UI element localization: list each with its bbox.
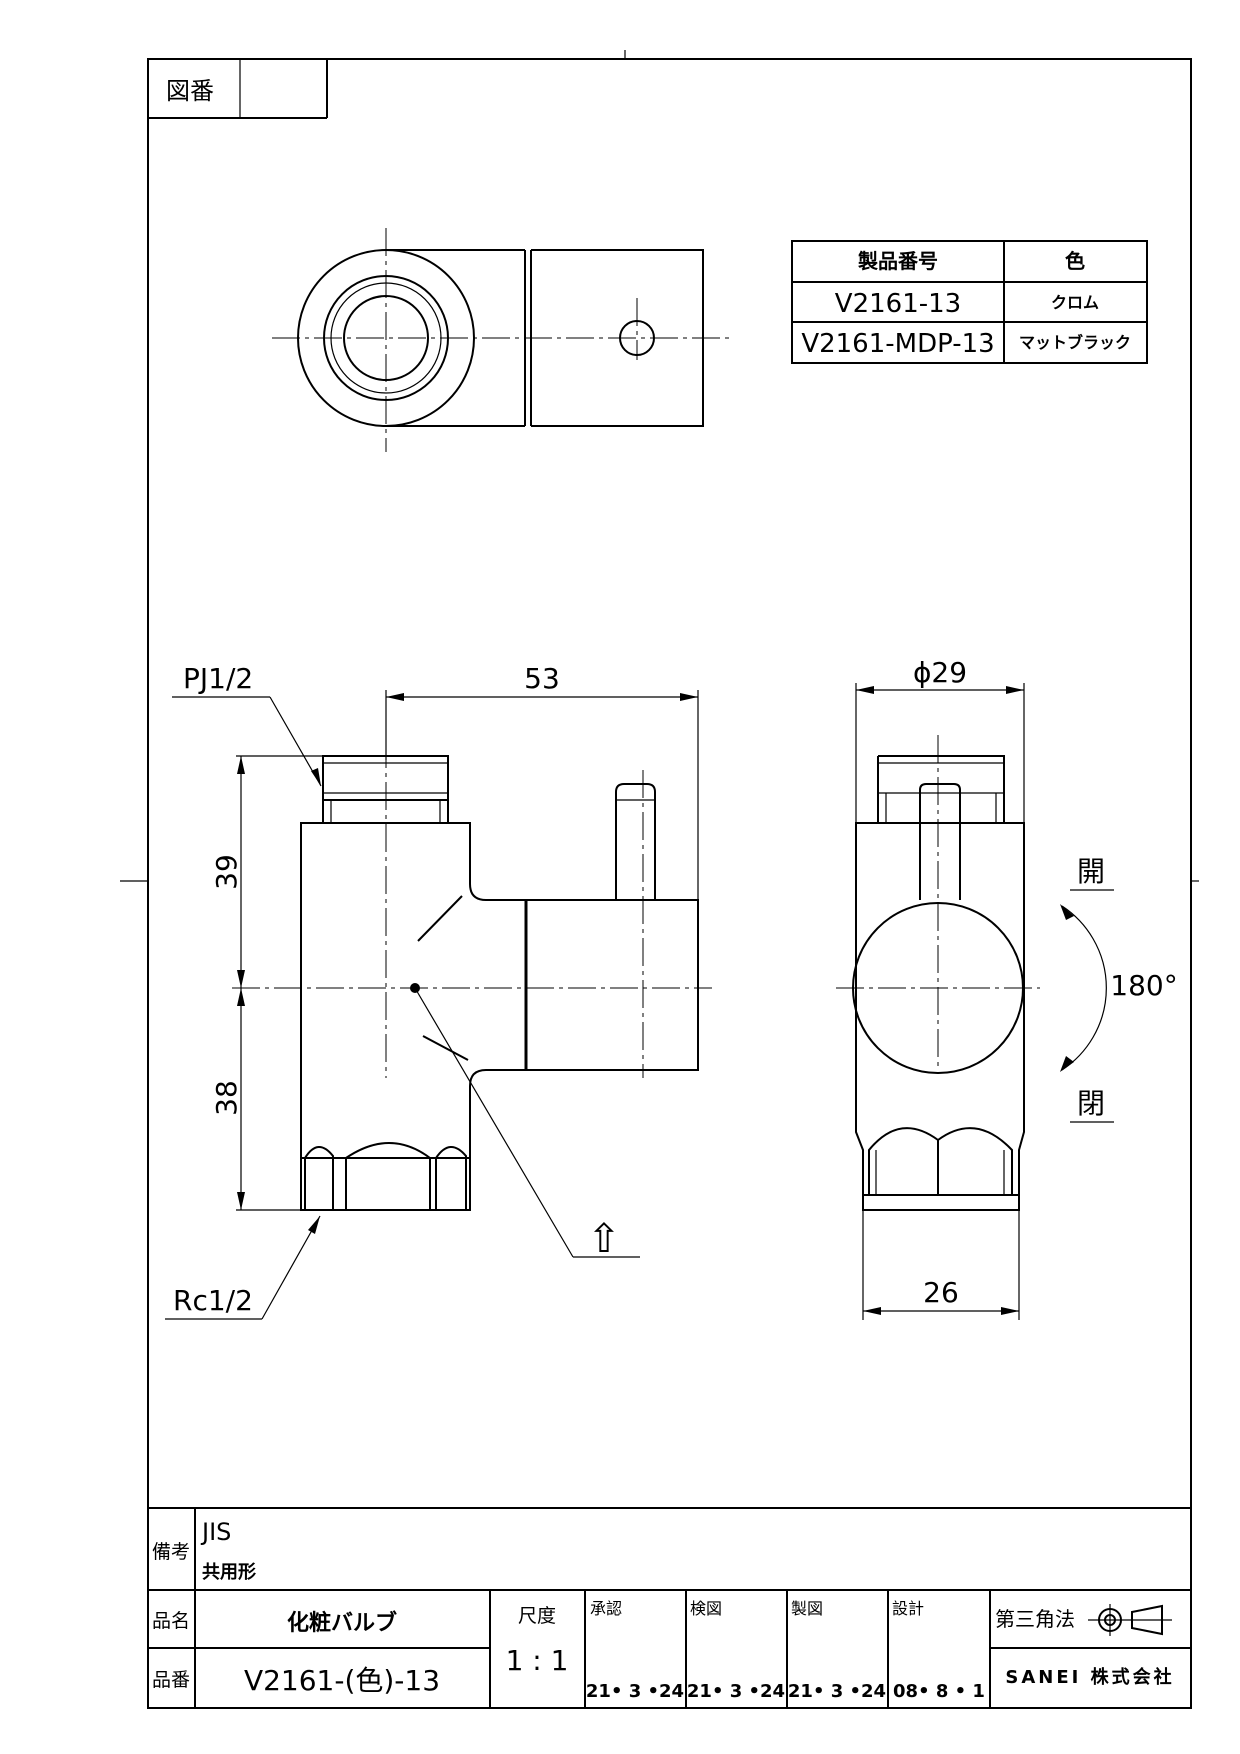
thread-outlet-label: PJ1/2 [183, 662, 253, 695]
sheet-border [147, 58, 1192, 1709]
thread-inlet-label: Rc1/2 [173, 1284, 253, 1317]
top-view [272, 228, 730, 452]
bore-circle [343, 295, 429, 381]
scale-value: 1 : 1 [506, 1644, 569, 1677]
front-dimensions: 53 39 38 PJ1/2 Rc1/2 [165, 662, 699, 1320]
remarks-line-2: 共用形 [202, 1562, 256, 1583]
product-table: 製品番号 色 V2161-13 クロム V2161-MDP-13 マットブラック [791, 240, 1148, 364]
side-body-outline [855, 822, 1025, 1211]
dim-height-39: 39 [210, 854, 243, 890]
dim-diameter-29: ϕ29 [913, 656, 967, 689]
remarks-label: 備考 [152, 1541, 190, 1563]
drawing-number-label: 図番 [166, 77, 214, 105]
front-view: ⇧ [232, 740, 712, 1262]
drawn-label: 製図 [791, 1599, 823, 1618]
third-angle-projection-icon [1088, 1604, 1172, 1636]
product-number: V2161-(色)-13 [244, 1664, 440, 1697]
color-2: マットブラック [1019, 333, 1131, 352]
dim-height-38: 38 [210, 1080, 243, 1116]
title-block: 備考 JIS 共用形 品名 化粧バルブ 品番 V2161-(色)-13 尺度 1… [148, 1507, 1191, 1708]
flow-arrow: ⇧ [587, 1216, 621, 1262]
product-number-header: 製品番号 [858, 249, 938, 273]
approved-date: 21• 3 •24 [586, 1681, 684, 1702]
approved-label: 承認 [590, 1599, 622, 1618]
design-label: 設計 [892, 1599, 924, 1618]
body-outer-circle [297, 249, 475, 427]
handle-pin-circle [619, 320, 655, 356]
product-number-2: V2161-MDP-13 [801, 329, 994, 359]
drawn-date: 21• 3 •24 [788, 1681, 886, 1702]
product-name: 化粧バルブ [287, 1610, 397, 1636]
rotation-angle: 180° [1110, 969, 1177, 1002]
side-view [836, 735, 1040, 1211]
side-dimensions: ϕ29 26 180° 開 閉 [855, 656, 1178, 1320]
dim-bottom-26: 26 [923, 1276, 959, 1309]
scale-label: 尺度 [518, 1605, 556, 1627]
rotation-arc [1061, 905, 1107, 1071]
remarks-line-1: JIS [200, 1518, 231, 1546]
name-label: 品名 [152, 1610, 190, 1632]
open-label: 開 [1077, 855, 1105, 888]
company-name: SANEI 株式会社 [1005, 1666, 1174, 1688]
checked-label: 検図 [690, 1599, 722, 1618]
nut-circle [323, 275, 449, 401]
design-date: 08• 8 • 1 [893, 1681, 985, 1702]
color-1: クロム [1051, 293, 1099, 312]
number-label: 品番 [152, 1669, 190, 1691]
valve-body-outline [300, 822, 699, 1211]
color-header: 色 [1065, 249, 1085, 273]
product-number-1: V2161-13 [835, 289, 961, 319]
handle-pin [615, 783, 656, 900]
close-label: 閉 [1077, 1087, 1105, 1120]
handle-disc [852, 902, 1024, 1074]
checked-date: 21• 3 •24 [687, 1681, 785, 1702]
dim-width-53: 53 [524, 662, 560, 695]
projection-label: 第三角法 [995, 1607, 1075, 1631]
drawing-number-box: 図番 [148, 59, 328, 119]
